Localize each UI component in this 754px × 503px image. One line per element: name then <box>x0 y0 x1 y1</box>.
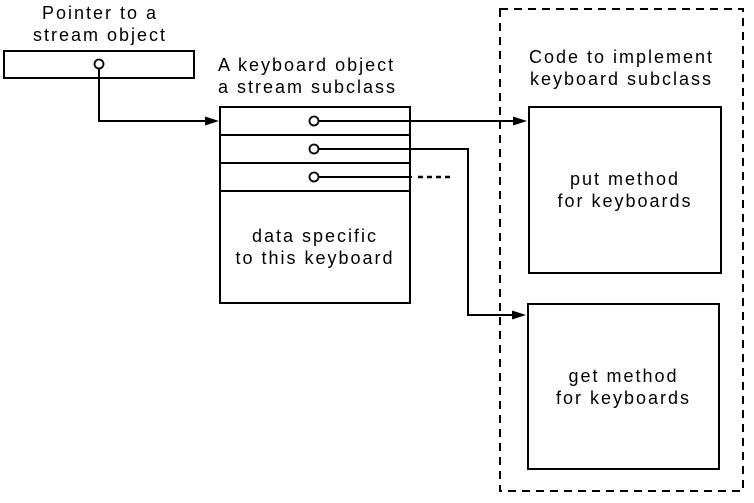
get-method-label-line2: for keyboards <box>555 387 692 408</box>
keyboard-object-box <box>219 106 411 304</box>
get-method-box: get method for keyboards <box>527 303 720 470</box>
keyboard-data-label-line2: to this keyboard <box>235 248 395 268</box>
code-container-label-line1: Code to implement <box>528 47 715 67</box>
slot1-to-put-arrowhead <box>513 116 527 126</box>
keyboard-data-label-line1: data specific <box>251 226 379 246</box>
put-method-label-line1: put method <box>569 169 681 189</box>
slot1-divider <box>221 134 409 136</box>
keyboard-box-label-line2: a stream subclass <box>218 77 398 97</box>
pointer-box-label-line2: stream object <box>32 25 168 45</box>
put-method-box: put method for keyboards <box>528 106 722 274</box>
keyboard-box-label-line1: A keyboard object <box>218 55 396 75</box>
slot2-divider <box>221 162 409 164</box>
keyboard-data-label: data specific to this keyboard <box>219 225 411 269</box>
code-container-label: Code to implement keyboard subclass <box>500 46 743 90</box>
code-container-label-line2: keyboard subclass <box>529 69 714 89</box>
pointer-to-keyboard-arrowhead <box>205 116 219 126</box>
pointer-box-label-line1: Pointer to a <box>41 3 159 23</box>
pointer-box <box>3 50 195 79</box>
slot3-divider <box>221 190 409 192</box>
slot2-to-get-arrowhead <box>512 310 526 320</box>
keyboard-box-label: A keyboard object a stream subclass <box>218 54 397 98</box>
pointer-box-label: Pointer to a stream object <box>5 2 195 46</box>
get-method-label-line1: get method <box>568 365 679 386</box>
put-method-label-line2: for keyboards <box>557 191 693 211</box>
